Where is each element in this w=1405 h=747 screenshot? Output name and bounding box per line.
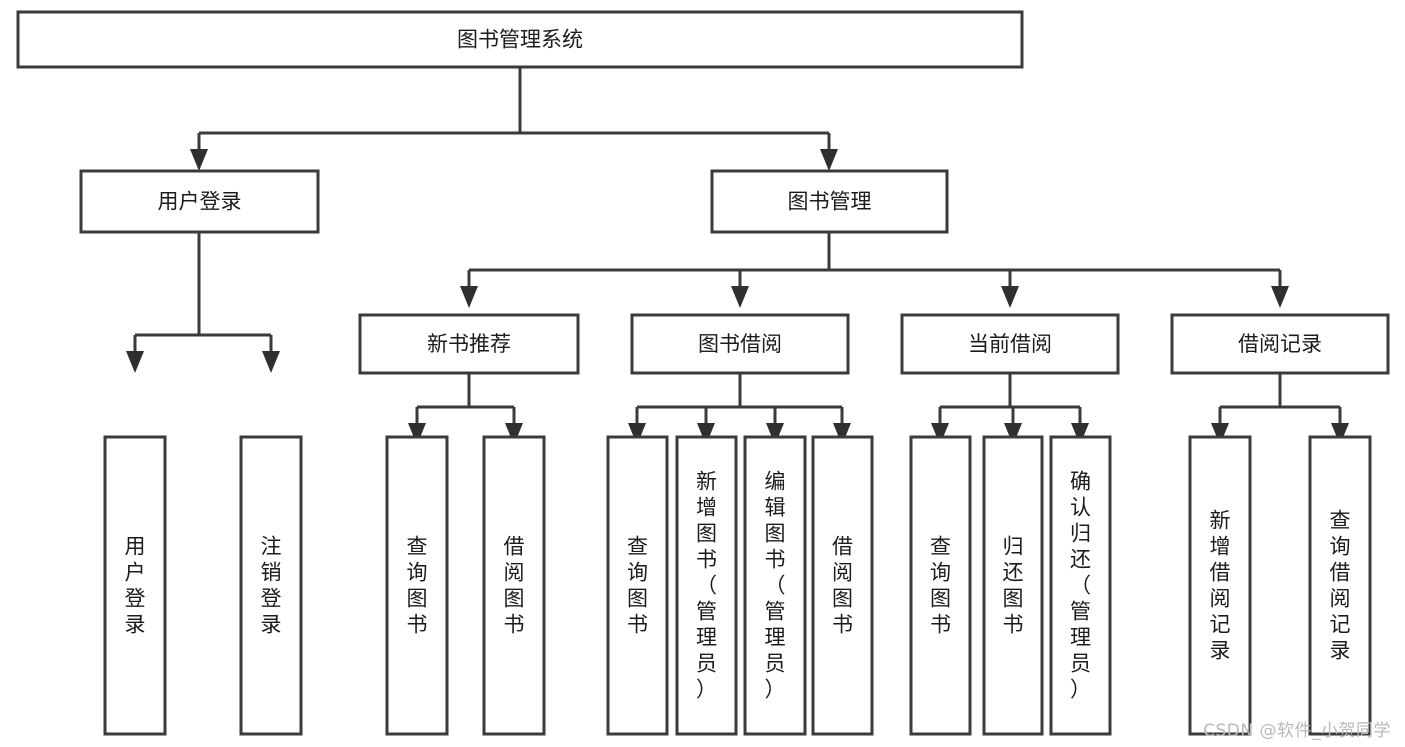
node-label: 借阅图书 (832, 535, 853, 637)
node-box[interactable] (900, 313, 1120, 375)
node-box[interactable] (982, 435, 1044, 736)
node-box[interactable] (630, 313, 850, 375)
node-label: 查询图书 (627, 535, 648, 637)
node-label: 新书推荐 (427, 332, 511, 356)
leaf-node-新增图书管理员[interactable]: 新增图书（管理员） (675, 435, 738, 736)
node-box[interactable] (1170, 313, 1390, 375)
arrow-head-icon (697, 423, 715, 445)
arrow-head-icon (1331, 423, 1349, 445)
arrow-head-icon (833, 423, 851, 445)
node-box[interactable] (675, 435, 738, 736)
leaf-node-用户登录[interactable]: 用户登录 (103, 435, 167, 736)
leaf-node-借阅图书[interactable]: 借阅图书 (811, 435, 874, 736)
node-box[interactable] (358, 313, 580, 375)
arrow-head-icon (1271, 286, 1289, 308)
node-label: 查询图书 (930, 535, 951, 637)
node-label: 用户登录 (158, 190, 242, 214)
node-box[interactable] (385, 435, 449, 736)
connector-current-bus (931, 373, 1089, 445)
arrow-head-icon (628, 423, 646, 445)
csdn-watermark: CSDN @软件_小贺同学 (1203, 721, 1391, 741)
node-box-layer: 图书管理系统用户登录图书管理新书推荐图书借阅当前借阅借阅记录用户登录注销登录查询… (16, 10, 1390, 736)
level2-node-新书推荐[interactable]: 新书推荐 (358, 313, 580, 375)
node-label: 图书借阅 (698, 332, 782, 356)
arrow-head-icon (766, 423, 784, 445)
leaf-node-查询图书[interactable]: 查询图书 (909, 435, 972, 736)
node-box[interactable] (1188, 435, 1252, 736)
connector-book-manage-bus (460, 232, 1289, 308)
connector-borrow-bus (628, 373, 851, 445)
node-label: 新增图书（管理员） (696, 470, 717, 702)
node-box[interactable] (482, 435, 546, 736)
arrow-head-icon (262, 351, 280, 373)
arrow-head-icon (408, 423, 426, 445)
level2-node-图书借阅[interactable]: 图书借阅 (630, 313, 850, 375)
node-label: 借阅记录 (1238, 332, 1322, 356)
node-box[interactable] (811, 435, 874, 736)
connector-record-bus (1211, 373, 1349, 445)
leaf-node-注销登录[interactable]: 注销登录 (239, 435, 303, 736)
node-box[interactable] (1049, 435, 1112, 736)
arrow-head-icon (460, 286, 478, 308)
leaf-node-查询图书[interactable]: 查询图书 (385, 435, 449, 736)
node-label: 图书管理 (788, 190, 872, 214)
node-label: 当前借阅 (968, 332, 1052, 356)
leaf-node-借阅图书[interactable]: 借阅图书 (482, 435, 546, 736)
arrow-head-icon (505, 423, 523, 445)
node-box[interactable] (16, 10, 1024, 69)
connector-user-login-bus (126, 232, 280, 373)
arrow-head-icon (1004, 423, 1022, 445)
node-box[interactable] (239, 435, 303, 736)
level1-node-用户登录[interactable]: 用户登录 (79, 169, 320, 234)
node-label: 查询借阅记录 (1330, 509, 1351, 663)
leaf-node-查询借阅记录[interactable]: 查询借阅记录 (1308, 435, 1372, 736)
node-label: 借阅图书 (504, 535, 525, 637)
level2-node-当前借阅[interactable]: 当前借阅 (900, 313, 1120, 375)
node-label: 新增借阅记录 (1210, 509, 1231, 663)
level1-node-图书管理[interactable]: 图书管理 (710, 169, 949, 234)
connector-layer (126, 67, 1349, 445)
arrow-head-icon (1001, 286, 1019, 308)
connector-new-book-bus (408, 373, 523, 445)
arrow-head-icon (1071, 423, 1089, 445)
node-box[interactable] (79, 169, 320, 234)
node-label: 编辑图书（管理员） (765, 470, 786, 702)
node-label: 注销登录 (261, 535, 282, 637)
root-node-图书管理系统[interactable]: 图书管理系统 (16, 10, 1024, 69)
leaf-node-查询图书[interactable]: 查询图书 (606, 435, 669, 736)
node-box[interactable] (1308, 435, 1372, 736)
leaf-node-编辑图书管理员[interactable]: 编辑图书（管理员） (743, 435, 807, 736)
arrow-head-icon (126, 351, 144, 373)
node-label: 用户登录 (125, 535, 146, 637)
node-label: 图书管理系统 (457, 28, 583, 52)
node-label: 查询图书 (407, 535, 428, 637)
arrow-head-icon (820, 149, 838, 171)
node-label: 归还图书 (1003, 535, 1024, 637)
node-box[interactable] (909, 435, 972, 736)
leaf-node-确认归还管理员[interactable]: 确认归还（管理员） (1049, 435, 1112, 736)
node-box[interactable] (710, 169, 949, 234)
arrow-head-icon (931, 423, 949, 445)
arrow-head-icon (190, 149, 208, 171)
level2-node-借阅记录[interactable]: 借阅记录 (1170, 313, 1390, 375)
arrow-head-icon (1211, 423, 1229, 445)
node-label: 确认归还（管理员） (1070, 470, 1091, 702)
leaf-node-归还图书[interactable]: 归还图书 (982, 435, 1044, 736)
arrow-head-icon (731, 286, 749, 308)
node-box[interactable] (103, 435, 167, 736)
node-box[interactable] (743, 435, 807, 736)
connector-root-bus (190, 67, 838, 171)
leaf-node-新增借阅记录[interactable]: 新增借阅记录 (1188, 435, 1252, 736)
node-box[interactable] (606, 435, 669, 736)
